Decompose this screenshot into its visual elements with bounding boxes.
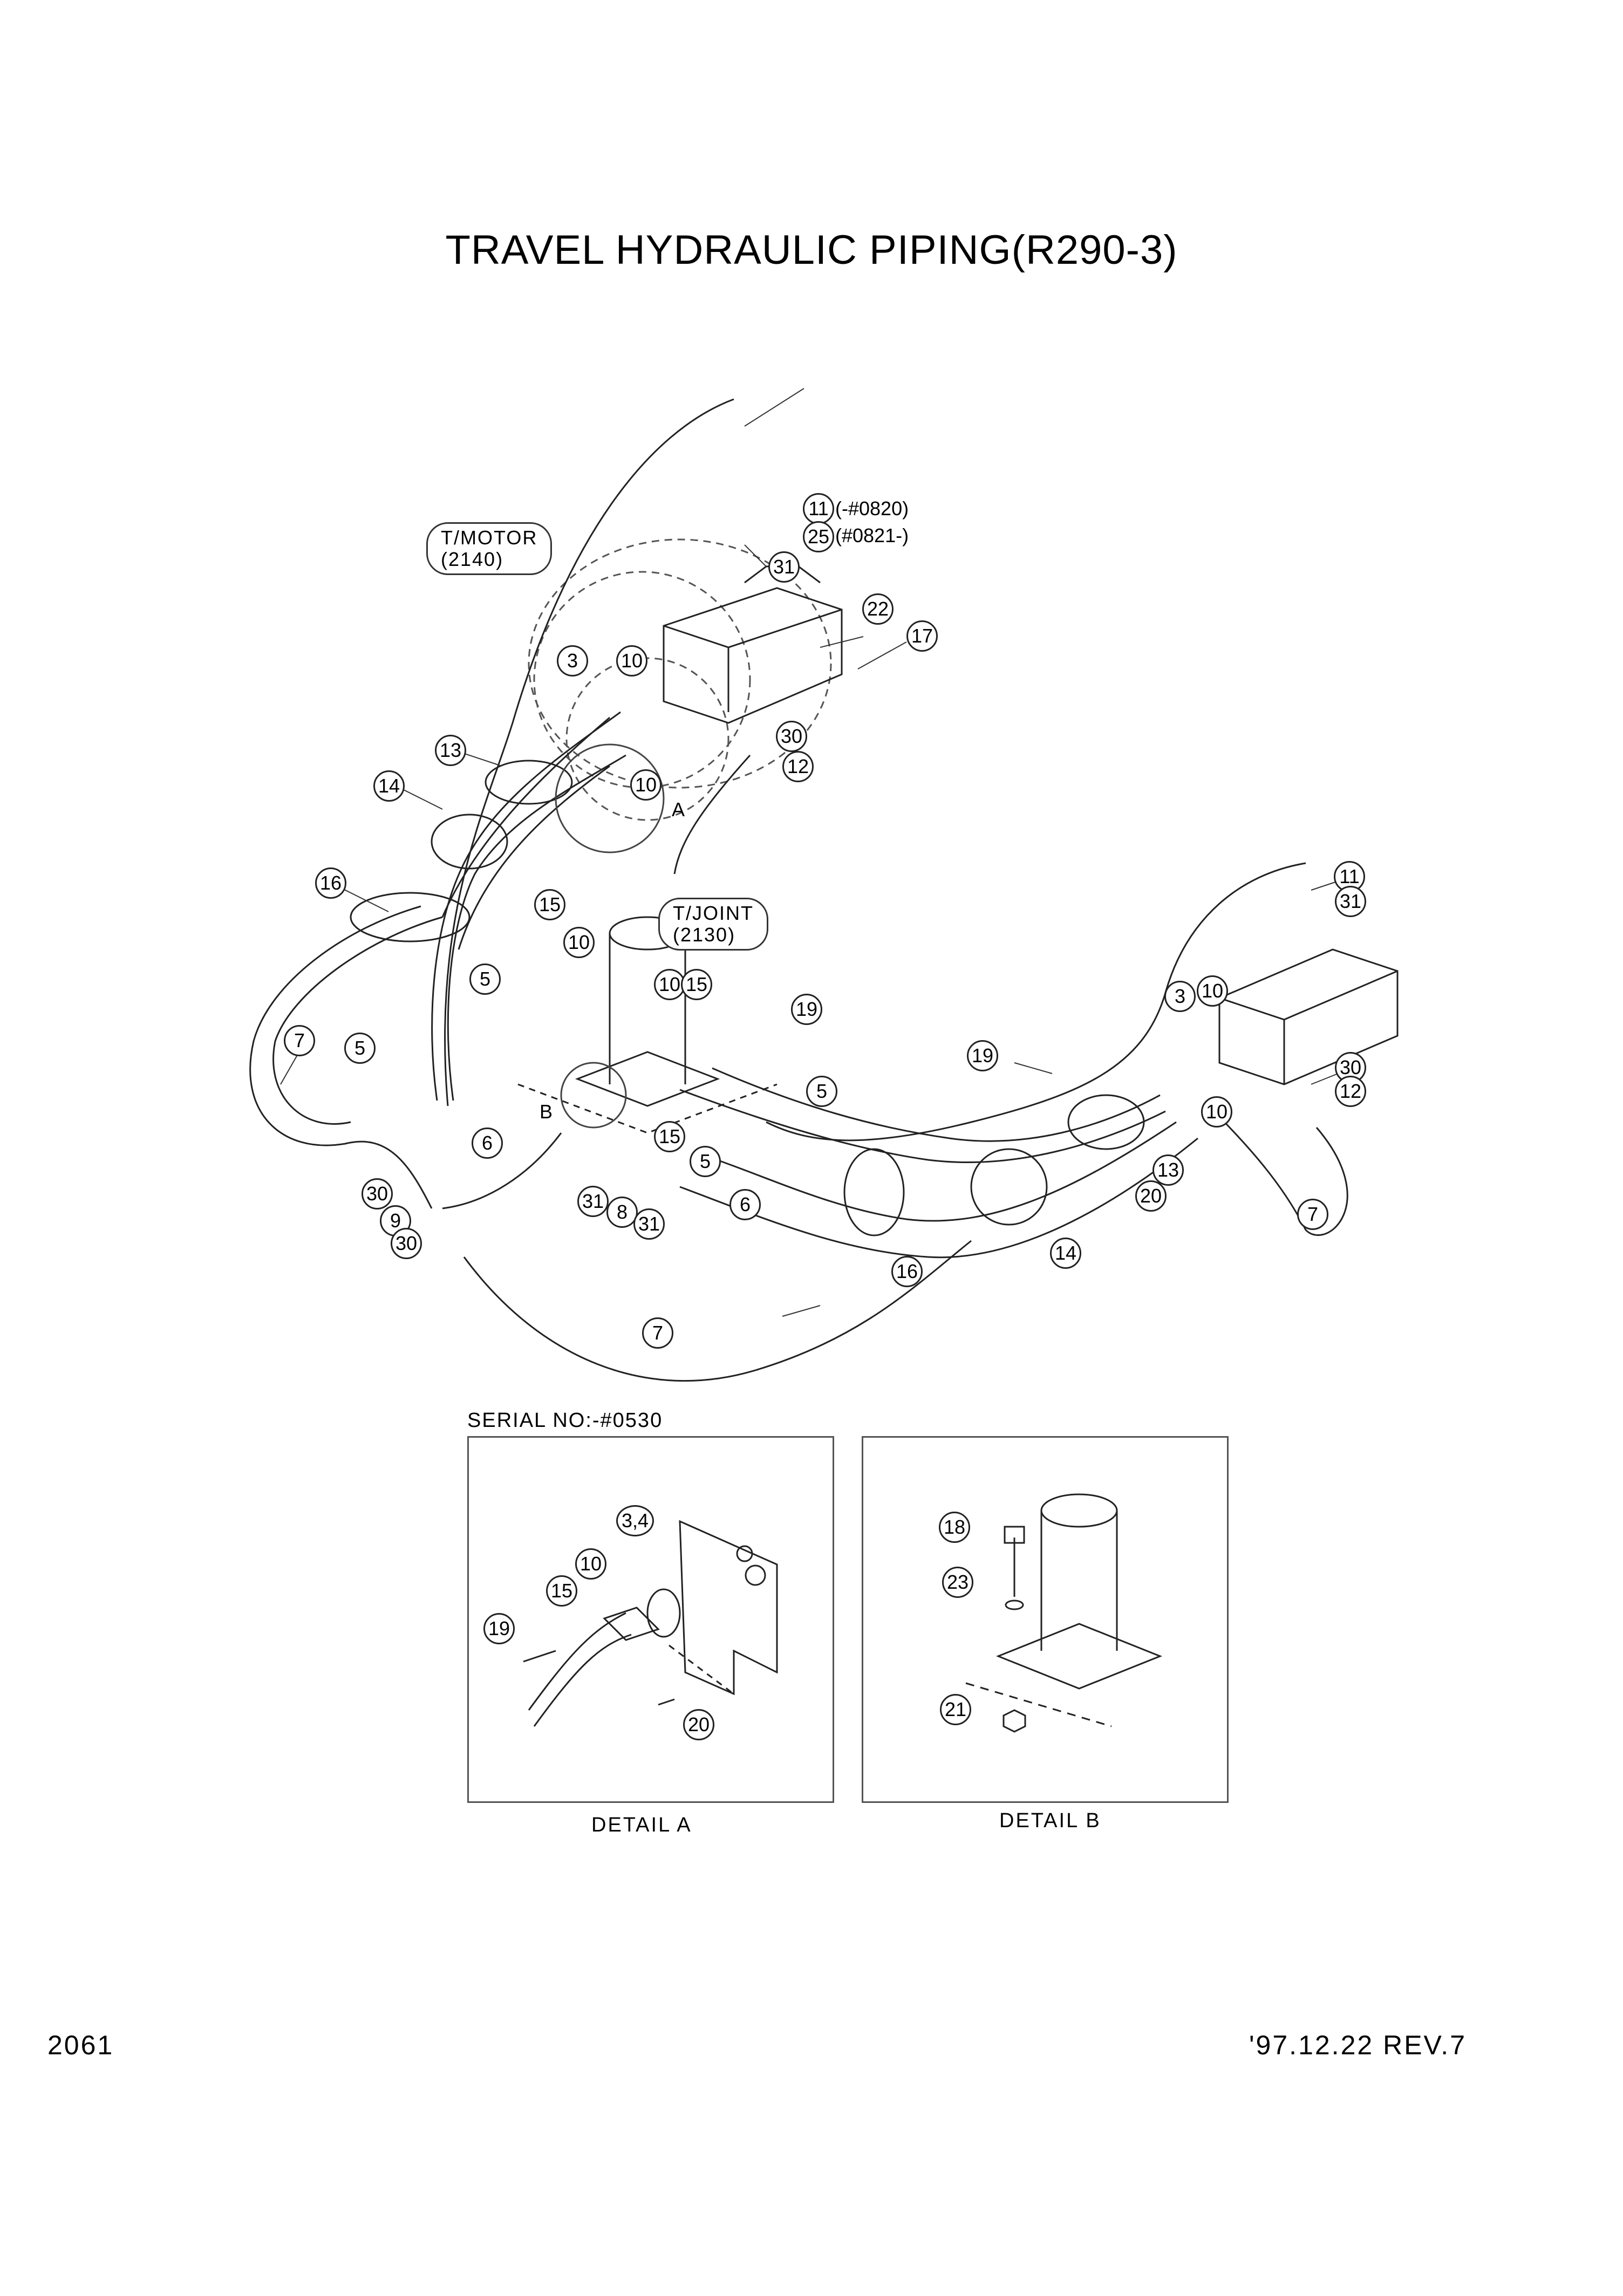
callout-6-left: 6 [472,1128,503,1159]
detail-a-caption: DETAIL A [591,1814,692,1836]
detail-b-caption: DETAIL B [999,1809,1101,1832]
detail-b-art [965,1493,1163,1733]
callout-15-joint: 15 [534,889,565,920]
callout-13-left: 13 [435,735,466,766]
callout-31-b1: 31 [577,1186,609,1217]
callout-12-right: 12 [1335,1076,1366,1107]
page-number: 2061 [47,2030,114,2060]
callout-10-right-b: 10 [1201,1096,1232,1128]
callout-16-left: 16 [315,867,346,899]
callout-15-joint-right: 15 [681,969,712,1000]
detail-a-callout-20: 20 [683,1709,714,1740]
page-title: TRAVEL HYDRAULIC PIPING(R290-3) [445,227,1178,273]
callout-15-low: 15 [654,1121,685,1152]
detail-b-callout-21: 21 [940,1694,971,1725]
callout-8: 8 [606,1197,638,1228]
travel-motor-ref: (2140) [441,548,504,570]
serial-note-part-11: (-#0820) [835,497,909,520]
section-b-label: B [540,1101,553,1123]
detail-a-art [523,1520,778,1727]
detail-a-frame [467,1436,834,1803]
right-valve-block [1218,948,1399,1085]
travel-motor-label: T/MOTOR (2140) [426,522,553,575]
callout-5-d: 5 [690,1146,721,1177]
turning-joint-label: T/JOINT (2130) [658,898,768,951]
detail-a-callout-19: 19 [483,1613,515,1644]
callout-31-top: 31 [768,551,800,583]
hose-bundle-right [673,754,1348,1259]
callout-3-top: 3 [557,645,588,676]
callout-10-right: 10 [1197,975,1228,1007]
callout-19-right: 19 [967,1040,998,1071]
callout-7-left: 7 [284,1025,315,1056]
callout-17: 17 [906,620,938,652]
callout-12-top: 12 [782,751,814,782]
clamp-bands [350,760,1145,1236]
revision-date: '97.12.22 REV.7 [1249,2030,1467,2060]
callout-31-right: 31 [1335,886,1366,917]
callout-30-left-b: 30 [391,1228,422,1259]
motor-valve-block [663,565,843,724]
callout-10-top: 10 [616,645,647,676]
section-a-marker [555,743,665,853]
callout-25: 25 [803,521,834,552]
callout-20: 20 [1135,1180,1167,1212]
serial-number-note: SERIAL NO:-#0530 [467,1409,663,1432]
detail-a-callout-3-4: 3,4 [616,1505,654,1536]
callout-14-right: 14 [1050,1238,1081,1269]
detail-b-frame [862,1436,1229,1803]
travel-motor-name: T/MOTOR [441,527,538,549]
detail-a-callout-15: 15 [546,1575,577,1607]
callout-10-joint: 10 [563,927,595,958]
callout-7-bottom: 7 [642,1317,673,1349]
callout-5-b: 5 [344,1033,376,1064]
callout-31-b2: 31 [633,1208,665,1240]
callout-30-left-a: 30 [362,1178,393,1210]
callout-19-joint: 19 [791,994,822,1025]
callout-7-right: 7 [1297,1199,1328,1230]
detail-b-callout-23: 23 [942,1567,973,1598]
callout-14-left: 14 [373,770,405,802]
callout-5-a: 5 [469,964,501,995]
callout-3-right: 3 [1164,981,1196,1012]
turning-joint-name: T/JOINT [673,902,754,924]
callout-10-joint-right: 10 [654,969,685,1000]
callout-6-right: 6 [729,1189,761,1220]
detail-a-callout-10: 10 [575,1548,606,1580]
callout-16-right: 16 [891,1256,923,1287]
section-b-marker [560,1062,627,1129]
detail-b-callout-18: 18 [939,1512,970,1543]
section-a-label: A [672,798,685,821]
callout-22: 22 [862,593,894,625]
callout-5-c: 5 [806,1076,837,1107]
callout-10-mid: 10 [630,769,662,801]
callout-13-right: 13 [1153,1154,1184,1186]
callout-30-top: 30 [776,721,807,752]
turning-joint-ref: (2130) [673,924,736,946]
serial-note-part-25: (#0821-) [835,524,909,546]
callout-11-top: 11 [803,493,834,524]
